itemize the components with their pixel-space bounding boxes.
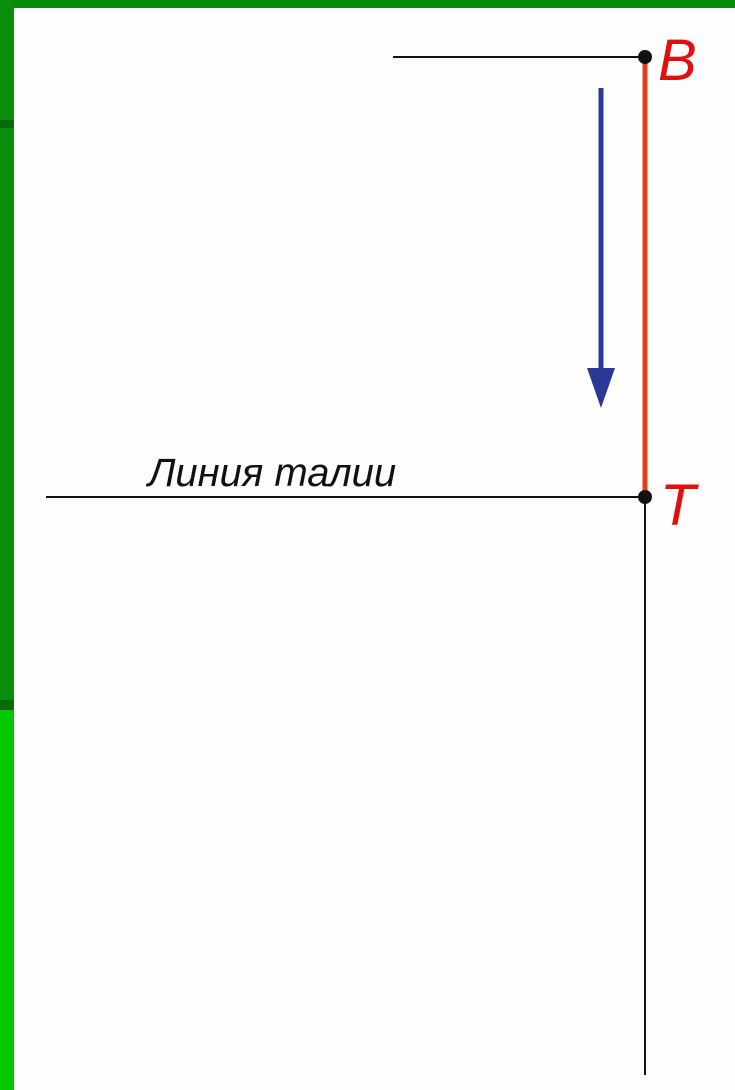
point-t-dot xyxy=(638,490,652,504)
left-green-border xyxy=(0,0,14,1090)
point-b-label: В xyxy=(658,28,697,93)
point-b-dot xyxy=(638,50,652,64)
waist-line-label: Линия талии xyxy=(145,451,396,495)
point-t-label: Т xyxy=(660,473,699,538)
direction-arrow-head xyxy=(587,368,615,408)
drawing-canvas xyxy=(14,8,735,1090)
